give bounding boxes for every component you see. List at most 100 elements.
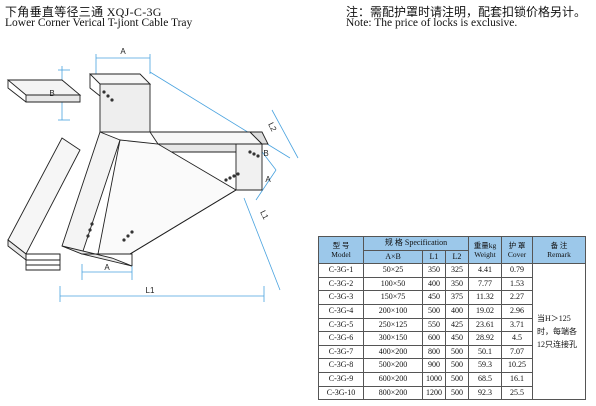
- cell-model: C-3G-10: [318, 385, 364, 401]
- cell-weight: 92.3: [468, 385, 502, 401]
- cell-axb: 600×200: [363, 371, 423, 387]
- header-cover-en: Cover: [507, 250, 527, 260]
- cell-l1: 400: [422, 276, 446, 292]
- dim-label-l2: L2: [266, 121, 278, 133]
- cell-model: C-3G-3: [318, 290, 364, 305]
- cell-l2: 500: [445, 358, 469, 373]
- remark-line: 12只连接孔: [537, 340, 577, 350]
- cell-weight: 28.92: [468, 331, 502, 346]
- cell-weight: 7.77: [468, 276, 502, 292]
- header-weight-cn: 重量kg: [473, 241, 497, 251]
- cell-model: C-3G-8: [318, 358, 364, 373]
- cell-l2: 375: [445, 290, 469, 305]
- cell-cover: 1.53: [501, 276, 533, 292]
- cell-model: C-3G-6: [318, 331, 364, 346]
- cell-l1: 600: [422, 331, 446, 346]
- cell-cover: 25.5: [501, 385, 533, 401]
- cell-model: C-3G-2: [318, 276, 364, 292]
- cell-l2: 350: [445, 276, 469, 292]
- cell-model: C-3G-1: [318, 263, 364, 278]
- tray-tee-body: [61, 73, 269, 267]
- cell-axb: 150×75: [363, 290, 423, 305]
- remark-line: 当H＞125: [537, 314, 571, 324]
- cell-l2: 450: [445, 331, 469, 346]
- header-remark-en: Remark: [547, 250, 571, 260]
- cell-weight: 23.61: [468, 317, 502, 333]
- title-chinese: 下角垂直等径三通 XQJ-C-3G: [5, 5, 162, 19]
- header-model-cn: 型 号: [332, 241, 350, 251]
- cell-cover: 0.79: [501, 263, 533, 278]
- cell-axb: 50×25: [363, 263, 423, 278]
- cell-weight: 4.41: [468, 263, 502, 278]
- dim-label-a-right: A: [265, 175, 271, 184]
- cell-l2: 500: [445, 371, 469, 387]
- cell-axb: 250×125: [363, 317, 423, 333]
- cell-l1: 1200: [422, 385, 446, 401]
- cell-l1: 900: [422, 358, 446, 373]
- cell-model: C-3G-9: [318, 371, 364, 387]
- cell-l2: 325: [445, 263, 469, 278]
- title-english: Lower Corner Verical T-jiont Cable Tray: [5, 17, 193, 29]
- cell-model: C-3G-4: [318, 303, 364, 319]
- dim-label-b-right: B: [263, 149, 268, 158]
- cell-l2: 500: [445, 344, 469, 360]
- cell-l2: 425: [445, 317, 469, 333]
- cell-cover: 10.25: [501, 358, 533, 373]
- header-axb: A×B: [363, 249, 423, 265]
- cell-cover: 3.71: [501, 317, 533, 333]
- cell-axb: 800×200: [363, 385, 423, 401]
- cell-l1: 350: [422, 263, 446, 278]
- cell-cover: 16.1: [501, 371, 533, 387]
- cell-axb: 300×150: [363, 331, 423, 346]
- cell-l1: 800: [422, 344, 446, 360]
- header-specification: 规 格 Specification: [363, 236, 469, 251]
- cell-axb: 400×200: [363, 344, 423, 360]
- tray-left-section: [6, 79, 82, 271]
- cell-cover: 2.27: [501, 290, 533, 305]
- cell-axb: 500×200: [363, 358, 423, 373]
- cable-tray-drawing: A B L2 B A L1 A L1: [6, 47, 299, 302]
- cell-l1: 500: [422, 303, 446, 319]
- cell-l1: 1000: [422, 371, 446, 387]
- cell-remark: 当H＞125 时，每端各 12只连接孔: [532, 263, 586, 401]
- cell-weight: 59.3: [468, 358, 502, 373]
- cell-model: C-3G-5: [318, 317, 364, 333]
- cell-l2: 500: [445, 385, 469, 401]
- cell-model: C-3G-7: [318, 344, 364, 360]
- connection-holes: [86, 90, 260, 242]
- remark-line: 时，每端各: [537, 327, 577, 337]
- cell-weight: 19.02: [468, 303, 502, 319]
- cell-weight: 50.1: [468, 344, 502, 360]
- header-model-en: Model: [331, 250, 351, 260]
- cell-weight: 68.5: [468, 371, 502, 387]
- cell-cover: 2.96: [501, 303, 533, 319]
- cell-l2: 400: [445, 303, 469, 319]
- cell-l1: 550: [422, 317, 446, 333]
- cell-axb: 100×50: [363, 276, 423, 292]
- cell-l1: 450: [422, 290, 446, 305]
- header-l1: L1: [422, 249, 446, 265]
- cell-cover: 4.5: [501, 331, 533, 346]
- cell-cover: 7.07: [501, 344, 533, 360]
- cell-weight: 11.32: [468, 290, 502, 305]
- header-weight-en: Weight: [474, 250, 496, 260]
- note-chinese: 注：需配护罩时请注明，配套扣锁价格另计。: [346, 5, 587, 19]
- dim-label-b-left: B: [49, 89, 54, 98]
- header-cover-cn: 护 罩: [508, 241, 526, 251]
- header-remark-cn: 备 注: [550, 241, 568, 251]
- dim-label-a-top: A: [120, 47, 126, 56]
- dim-label-l1-right: L1: [258, 209, 270, 221]
- dim-label-l1-bottom: L1: [146, 286, 155, 295]
